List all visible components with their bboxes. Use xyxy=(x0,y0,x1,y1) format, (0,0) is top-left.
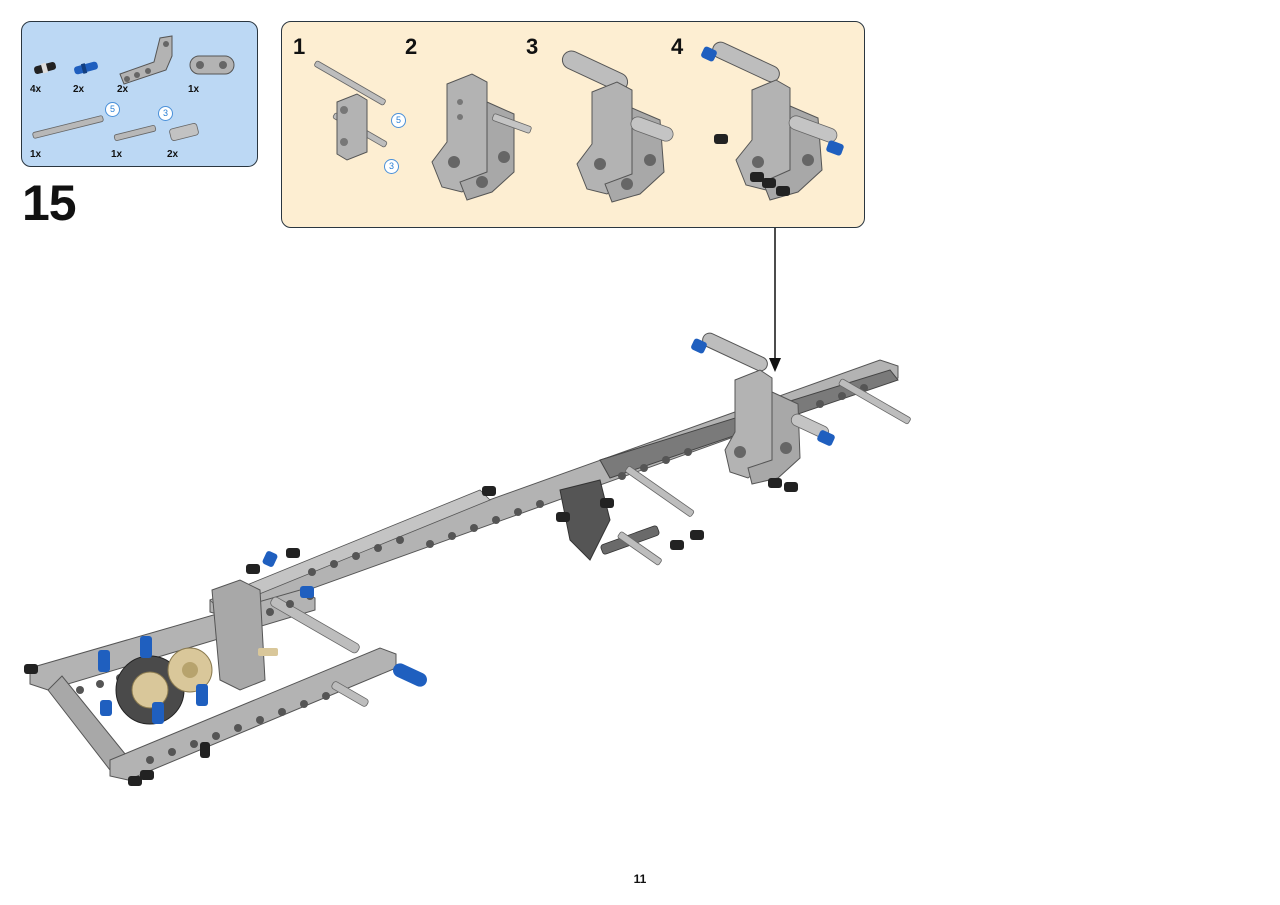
axle-length-callout: 3 xyxy=(384,159,399,174)
front-frame-holes xyxy=(76,592,330,764)
part-qty: 2x xyxy=(167,149,179,160)
placed-sub-assembly xyxy=(691,332,835,492)
axle-length-callout: 3 xyxy=(158,106,173,121)
sub-assembly-panel: 1 2 3 4 xyxy=(281,21,865,228)
sub-step-label: 3 xyxy=(526,34,539,59)
part-qty: 2x xyxy=(73,84,85,95)
part-qty: 1x xyxy=(111,149,123,160)
middle-bracket xyxy=(559,378,911,566)
axle-3-icon xyxy=(113,125,157,141)
black-friction-pin-icon xyxy=(34,61,56,75)
part-qty: 4x xyxy=(30,84,42,95)
step-number: 15 xyxy=(22,175,77,231)
sub-step-4-illustration xyxy=(701,41,844,201)
page-number: 11 xyxy=(633,872,647,886)
angled-beam-icon xyxy=(119,35,173,85)
blue-axle-pin-icon xyxy=(74,61,98,75)
sub-step-2-illustration xyxy=(431,73,532,201)
sub-step-label: 2 xyxy=(405,34,418,59)
cross-block-icon xyxy=(189,55,235,75)
part-qty: 2x xyxy=(117,84,129,95)
axle-length-callout: 5 xyxy=(391,113,406,128)
axle-length-callout: 5 xyxy=(105,102,120,117)
placement-arrow xyxy=(769,228,781,372)
axle-5-icon xyxy=(32,115,104,139)
differential-gears xyxy=(115,647,278,725)
beam-holes xyxy=(308,384,868,576)
parts-list-panel: 4x 2x 2x 1x 5 3 1x 1x 2x xyxy=(21,21,258,167)
sub-assembly-illustration xyxy=(314,41,844,203)
part-qty: 1x xyxy=(30,149,42,160)
front-frame xyxy=(29,579,427,781)
blue-pins xyxy=(98,551,314,724)
sub-step-label: 4 xyxy=(671,34,684,59)
part-qty: 1x xyxy=(188,84,200,95)
sub-step-1-illustration xyxy=(314,60,388,161)
sub-step-label: 1 xyxy=(293,34,306,59)
sub-step-3-illustration xyxy=(561,50,674,203)
parts-illustration xyxy=(32,35,235,141)
bush-icon xyxy=(169,123,199,141)
black-pins xyxy=(24,486,704,786)
